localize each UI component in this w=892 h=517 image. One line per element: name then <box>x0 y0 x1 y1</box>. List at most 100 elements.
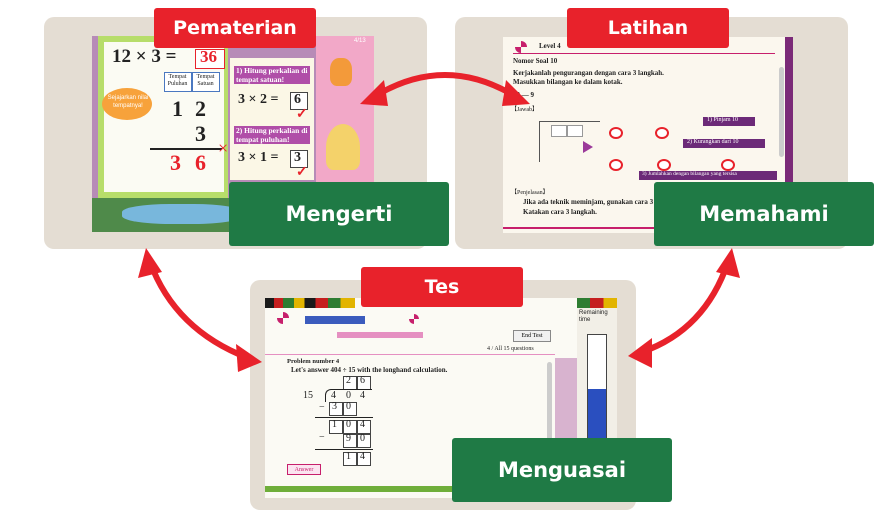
result-digit-3: 3 <box>170 150 181 175</box>
bottom-scene-water <box>122 204 242 224</box>
division-bracket <box>325 389 372 402</box>
explain-label: 【Penjelasan】 <box>511 190 549 196</box>
header-puluhan-label: Tempat Puluhan <box>167 74 188 87</box>
input-circle-1[interactable] <box>609 127 623 139</box>
tes-pink-bar <box>337 332 423 338</box>
rem1-cell-3[interactable] <box>357 420 371 434</box>
progress-text: 4 / All 15 questions <box>487 346 534 352</box>
answer-button[interactable]: Answer <box>287 464 321 475</box>
digit-1: 1 <box>172 96 183 121</box>
step2-check-icon: ✓ <box>296 165 308 180</box>
pinwheel-icon-2 <box>277 312 289 324</box>
hint-1-box <box>703 117 755 126</box>
rem1-cell-2[interactable] <box>343 420 357 434</box>
arrow-latihan-tes <box>628 248 740 368</box>
speech-bubble <box>102 88 152 120</box>
hint-3: 3) Jumlahkan dengan bilangan yang tersis… <box>642 171 737 177</box>
q-digit-2: 6 <box>360 375 365 386</box>
input-circle-5[interactable] <box>721 159 735 171</box>
hint-2-box <box>683 139 765 148</box>
problem-text: 19 — 9 <box>513 91 534 99</box>
hint-2: 2) Kurangkan dari 10 <box>687 139 739 145</box>
cross-symbol: × <box>218 138 229 158</box>
sub1-digit-1: 3 <box>332 401 337 412</box>
divisor: 15 <box>303 390 313 401</box>
step2-header <box>234 126 310 144</box>
tes-header-bar <box>305 316 365 324</box>
arrow-pematerian-latihan <box>360 72 530 106</box>
step2-answer: 3 <box>294 150 301 165</box>
step2-equation: 3 × 1 = <box>238 150 279 165</box>
input-circle-4[interactable] <box>657 159 671 171</box>
step1-header <box>234 66 310 84</box>
end-test-button[interactable]: End Test <box>513 330 551 342</box>
input-circle-3[interactable] <box>609 159 623 171</box>
tes-bottom-bar <box>265 486 555 492</box>
grid-cell-b <box>567 125 583 137</box>
explain-1: Jika ada teknik meminjam, gunakan cara 3… <box>523 198 681 206</box>
tag-pematerian: Pematerian <box>154 8 316 48</box>
dividend-1: 4 <box>331 390 336 401</box>
equation-result: 36 <box>200 47 217 66</box>
top-rule <box>513 53 775 54</box>
q-digit-1: 2 <box>346 375 351 386</box>
tag-mengerti: Mengerti <box>229 182 449 246</box>
tag-latihan: Latihan <box>567 8 729 48</box>
sub-line-1 <box>315 417 373 418</box>
sub2-digit-1: 9 <box>346 433 351 444</box>
step2-answer-box <box>290 150 308 168</box>
explain-2: Katakan cara 3 langkah. <box>523 208 597 216</box>
header-puluhan <box>164 72 192 92</box>
sub1-cell-1[interactable] <box>329 402 343 416</box>
sub1-cell-2[interactable] <box>343 402 357 416</box>
dividend-2: 0 <box>346 390 351 401</box>
step2-title: 2) Hitung perkalian di tempat puluhan! <box>236 126 308 144</box>
instruction-1: Kerjakanlah pengurangan dengan cara 3 la… <box>513 69 664 77</box>
divider-line <box>150 148 222 150</box>
step1-equation: 3 × 2 = <box>238 92 279 107</box>
sub2-cell-1[interactable] <box>343 434 357 448</box>
answer-grid <box>539 121 600 162</box>
rem1-digit-3: 4 <box>360 419 365 430</box>
rem2-cell-1[interactable] <box>343 452 357 466</box>
pinwheel-icon-3 <box>409 314 419 324</box>
minus-2: − <box>319 432 325 443</box>
rem2-digit-1: 1 <box>346 451 351 462</box>
sub-line-2 <box>315 449 373 450</box>
rem2-digit-2: 4 <box>360 451 365 462</box>
rem1-cell-1[interactable] <box>329 420 343 434</box>
page-indicator: 4/13 <box>354 38 366 44</box>
rem2-cell-2[interactable] <box>357 452 371 466</box>
step1-check-icon: ✓ <box>296 107 308 122</box>
sub2-digit-2: 0 <box>360 433 365 444</box>
minus-1: − <box>319 402 325 413</box>
rem1-digit-1: 1 <box>332 419 337 430</box>
latihan-right-bar <box>785 37 793 233</box>
timer-title: Remaining time <box>579 310 608 323</box>
tes-scrollbar[interactable] <box>547 362 552 472</box>
dividend-3: 4 <box>360 390 365 401</box>
equation-left: 12 × 3 = <box>112 46 177 67</box>
latihan-scrollbar[interactable] <box>779 67 784 157</box>
result-digit-6: 6 <box>195 150 206 175</box>
problem-number: Problem number 4 <box>287 358 340 365</box>
rem1-digit-2: 0 <box>346 419 351 430</box>
header-satuan-label: Tempat Satuan <box>196 74 215 87</box>
header-satuan <box>192 72 220 92</box>
problem-number: Nomor Soal 10 <box>513 57 558 65</box>
character-cat-icon <box>330 58 352 86</box>
tag-memahami: Memahami <box>654 182 874 246</box>
bottom-rule <box>503 227 793 229</box>
input-circle-2[interactable] <box>655 127 669 139</box>
pinwheel-icon <box>515 41 527 53</box>
hint-1: 1) Pinjam 10 <box>707 117 738 123</box>
answer-label: 【Jawab】 <box>511 107 538 113</box>
step1-title: 1) Hitung perkalian di tempat satuan! <box>236 66 308 84</box>
grid-cell-a <box>551 125 567 137</box>
tag-tes: Tes <box>361 267 523 307</box>
sub2-cell-2[interactable] <box>357 434 371 448</box>
digit-3: 3 <box>195 121 206 146</box>
hint-3-box <box>639 171 777 180</box>
stripe-top-right <box>577 298 617 308</box>
